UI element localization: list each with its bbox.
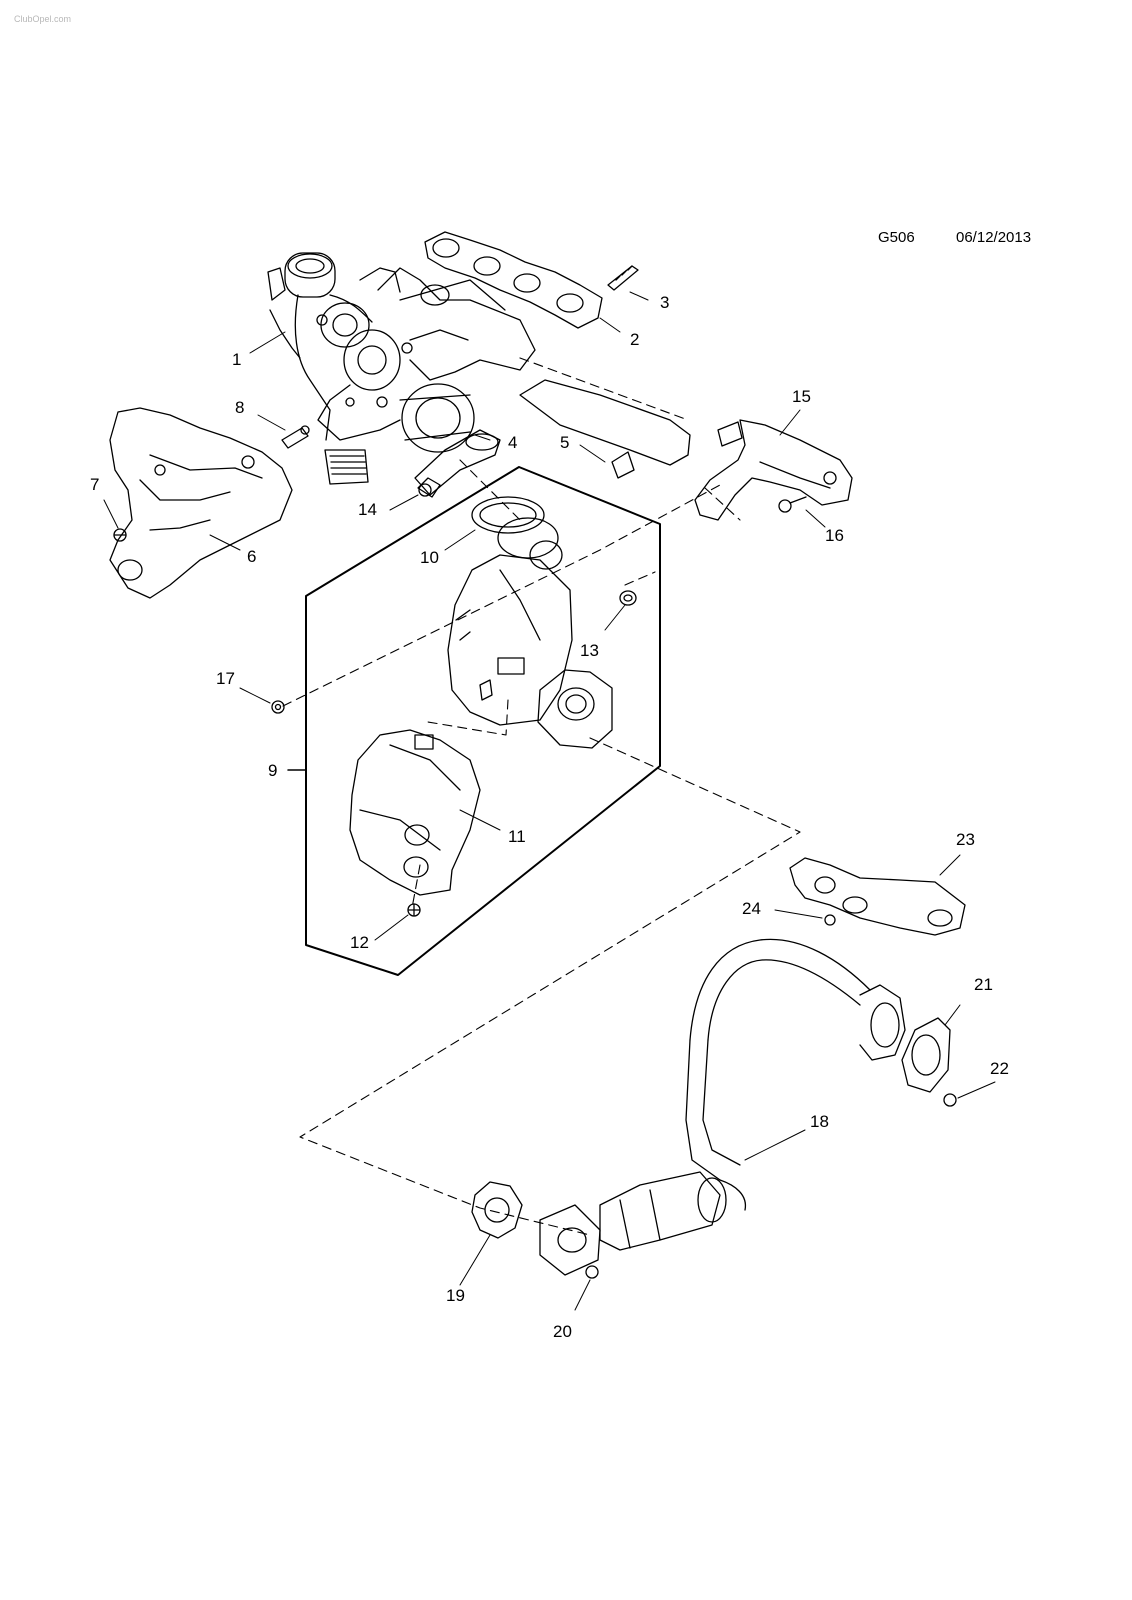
callout-16: 16 (825, 526, 844, 545)
callout-3: 3 (660, 293, 669, 312)
callout-18: 18 (810, 1112, 829, 1131)
part-15-bracket (694, 419, 853, 521)
callout-1: 1 (232, 350, 241, 369)
callout-2: 2 (630, 330, 639, 349)
callout-9: 9 (268, 761, 277, 780)
part-5-heatshield-gasket (519, 379, 691, 479)
callout-13: 13 (580, 641, 599, 660)
part-11-cat-heat-shield (349, 729, 481, 896)
part-16-bolt (778, 496, 807, 513)
part-22-nut (943, 1093, 957, 1107)
callout-24: 24 (742, 899, 761, 918)
leader-lines (103, 291, 996, 1311)
callout-8: 8 (235, 398, 244, 417)
part-19-flange-gasket (471, 1181, 523, 1239)
callout-10: 10 (420, 548, 439, 567)
callout-labels: 1 2 3 4 5 6 7 8 9 10 11 12 13 14 15 16 1… (90, 293, 1009, 1341)
callout-5: 5 (560, 433, 569, 452)
group-9-box (305, 466, 661, 976)
diagram-code: G506 (878, 229, 915, 246)
part-2-manifold-gasket (424, 231, 603, 329)
part-9-catalytic-converter (447, 517, 613, 749)
part-8-bolt (281, 425, 310, 449)
callout-4: 4 (508, 433, 517, 452)
part-20-nut (585, 1265, 599, 1279)
callout-11: 11 (508, 827, 526, 846)
callout-15: 15 (792, 387, 811, 406)
callout-17: 17 (216, 669, 235, 688)
callout-7: 7 (90, 475, 99, 494)
part-6-heat-shield (109, 407, 293, 599)
assembly-dash-lines (282, 357, 801, 1236)
part-23-hanger-bracket (789, 857, 966, 936)
callout-22: 22 (990, 1059, 1009, 1078)
callout-20: 20 (553, 1322, 572, 1341)
callout-6: 6 (247, 547, 256, 566)
part-4-outlet-gasket (414, 429, 501, 497)
part-18-exhaust-pipe (539, 938, 906, 1276)
callout-14: 14 (358, 500, 377, 519)
part-24-nut (824, 914, 836, 926)
callout-12: 12 (350, 933, 369, 952)
callout-21: 21 (974, 975, 993, 994)
part-21-flange-gasket (901, 1017, 951, 1093)
part-10-gasket (471, 496, 545, 534)
part-12-bolt (407, 903, 421, 917)
clubopel-watermark: ClubOpel.com (14, 14, 72, 24)
part-17-nut (271, 700, 285, 714)
callout-23: 23 (956, 830, 975, 849)
callout-19: 19 (446, 1286, 465, 1305)
part-14-clamp (417, 477, 441, 498)
diagram-date: 06/12/2013 (956, 229, 1032, 246)
part-7-bolt (113, 528, 127, 542)
part-1-turbo-manifold (267, 252, 536, 485)
part-13-nut (619, 590, 637, 606)
part-3-stud (607, 265, 639, 291)
